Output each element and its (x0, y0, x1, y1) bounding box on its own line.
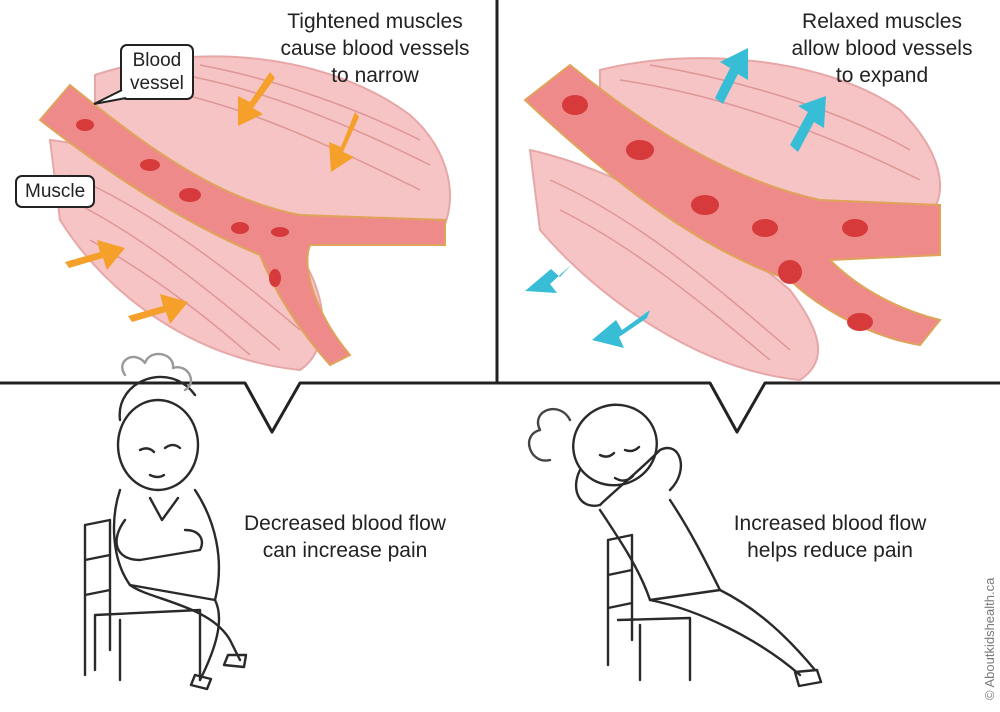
bottom-right-caption-line-1: Increased blood flow (733, 512, 927, 535)
right-outward-arrows (525, 48, 826, 348)
left-caption-line-1: Tightened muscles (287, 10, 463, 33)
right-caption-line-2: allow blood vessels (791, 37, 973, 60)
blood-vessel-label: Blood vessel (120, 44, 194, 100)
blood-vessel-label-pointer (93, 89, 127, 105)
left-inward-arrows (65, 72, 359, 324)
right-caption-line-1: Relaxed muscles (802, 10, 962, 33)
left-panel-caption: Tightened muscles cause blood vessels to… (245, 8, 505, 89)
bottom-left-caption: Decreased blood flow can increase pain (205, 510, 485, 564)
copyright-credit: © Aboutkidshealth.ca (982, 577, 997, 700)
right-caption-line-3: to expand (835, 64, 929, 87)
muscle-label: Muscle (15, 175, 96, 208)
blood-vessel-label-line-1: Blood (132, 50, 182, 71)
right-muscle-diagram (523, 57, 942, 382)
tense-person-on-chair (83, 352, 248, 691)
blood-vessel-label-line-2: vessel (130, 73, 184, 94)
bottom-right-caption: Increased blood flow helps reduce pain (700, 510, 960, 564)
left-muscle-diagram (38, 55, 451, 372)
panel-frames (0, 0, 1000, 434)
right-panel-caption: Relaxed muscles allow blood vessels to e… (762, 8, 1000, 89)
bottom-right-caption-line-2: helps reduce pain (747, 539, 913, 562)
left-caption-line-2: cause blood vessels (280, 37, 470, 60)
relaxed-person-on-chair (528, 403, 823, 688)
bottom-left-caption-line-1: Decreased blood flow (244, 512, 446, 535)
left-caption-line-3: to narrow (331, 64, 419, 87)
bottom-left-caption-line-2: can increase pain (262, 539, 428, 562)
